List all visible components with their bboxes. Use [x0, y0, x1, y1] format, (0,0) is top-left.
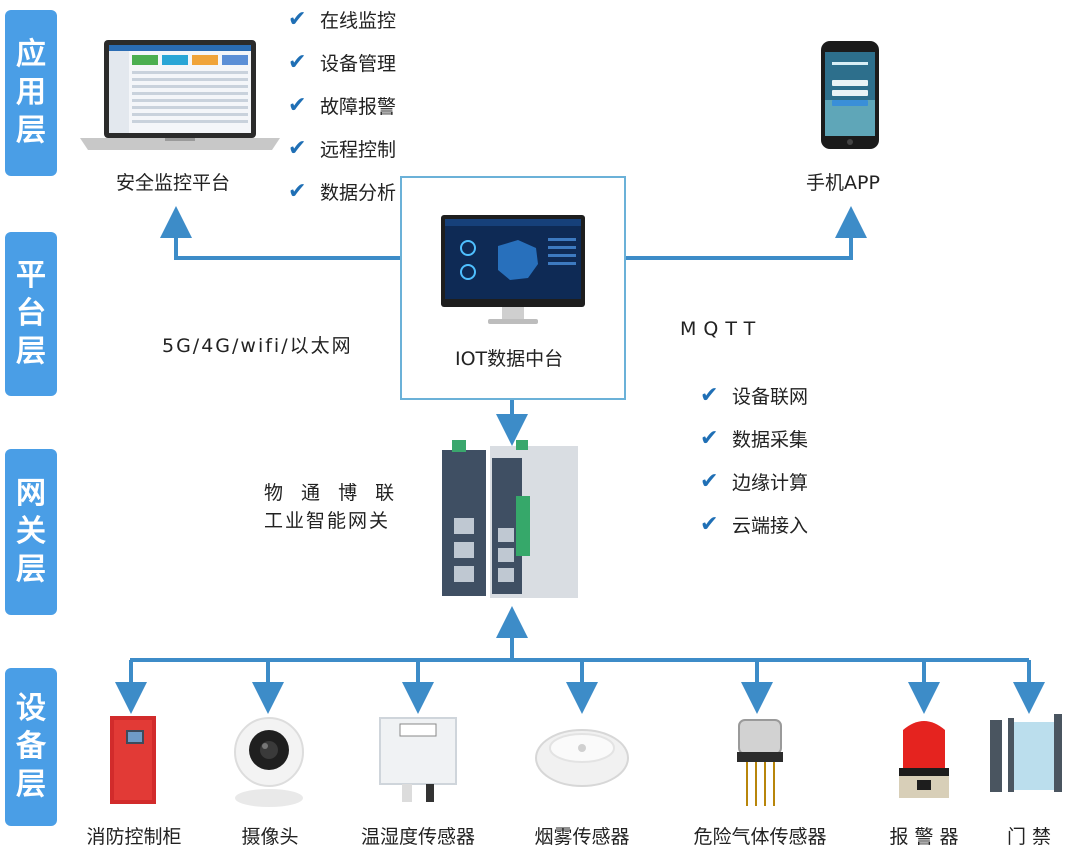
- layer-label-gateway: 网 关 层: [5, 449, 57, 615]
- list-item: ✔ 数据分析: [288, 170, 396, 213]
- feature-text: 故障报警: [320, 96, 397, 118]
- platform-label: 安全监控平台: [116, 172, 231, 194]
- layer-char: 层: [16, 334, 46, 369]
- layer-char: 层: [16, 113, 46, 148]
- arrow-to-pc: [160, 206, 400, 260]
- feature-text: 远程控制: [320, 139, 397, 161]
- layer-label-device: 设 备 层: [5, 668, 57, 826]
- feature-text: 在线监控: [320, 10, 397, 32]
- phone-image: [820, 40, 880, 150]
- list-item: ✔ 设备联网: [700, 374, 808, 417]
- protocol-label: MQTT: [680, 318, 763, 340]
- device-label-access-gate: 门 禁: [1006, 826, 1052, 848]
- feature-text: 边缘计算: [732, 472, 809, 494]
- list-item: ✔ 数据采集: [700, 417, 808, 460]
- mobile-app-label: 手机APP: [806, 172, 880, 194]
- layer-label-platform: 平 台 层: [5, 232, 57, 396]
- feature-text: 数据分析: [320, 182, 397, 204]
- device-label-camera: 摄像头: [241, 826, 299, 848]
- layer-char: 网: [16, 476, 46, 511]
- check-icon: ✔: [700, 383, 719, 408]
- list-item: ✔ 远程控制: [288, 127, 396, 170]
- feature-text: 设备管理: [320, 53, 397, 75]
- list-item: ✔ 云端接入: [700, 503, 808, 546]
- list-item: ✔ 故障报警: [288, 84, 396, 127]
- check-icon: ✔: [288, 7, 307, 32]
- layer-char: 备: [16, 729, 46, 764]
- app-feature-list: ✔ 在线监控 ✔ 设备管理 ✔ 故障报警 ✔ 远程控制 ✔ 数据分析: [288, 0, 396, 213]
- layer-char: 设: [16, 691, 46, 726]
- laptop-image: [80, 38, 280, 153]
- layer-char: 平: [16, 258, 46, 293]
- layer-char: 关: [16, 514, 46, 549]
- monitor-image: [440, 214, 586, 329]
- check-icon: ✔: [288, 179, 307, 204]
- iot-center-label: IOT数据中台: [455, 348, 564, 370]
- gas-sensor-image: [735, 716, 785, 808]
- access-gate-image: [988, 712, 1062, 792]
- list-item: ✔ 在线监控: [288, 0, 396, 41]
- feature-text: 数据采集: [732, 429, 809, 451]
- check-icon: ✔: [700, 426, 719, 451]
- check-icon: ✔: [288, 50, 307, 75]
- layer-char: 应: [16, 37, 46, 72]
- check-icon: ✔: [700, 469, 719, 494]
- layer-char: 层: [16, 552, 46, 587]
- device-label-temp-humidity: 温湿度传感器: [360, 826, 476, 848]
- device-label-smoke: 烟雾传感器: [534, 826, 630, 848]
- list-item: ✔ 边缘计算: [700, 460, 808, 503]
- device-label-alarm: 报 警 器: [889, 826, 959, 848]
- camera-image: [232, 716, 306, 808]
- network-label: 5G/4G/wifi/以太网: [162, 335, 353, 357]
- feature-text: 设备联网: [732, 386, 809, 408]
- layer-label-application: 应 用 层: [5, 10, 57, 176]
- feature-text: 云端接入: [732, 515, 809, 537]
- temp-humidity-sensor-image: [378, 714, 458, 806]
- device-label-fire-cabinet: 消防控制柜: [86, 826, 182, 848]
- check-icon: ✔: [700, 512, 719, 537]
- gateway-image: [440, 438, 580, 600]
- list-item: ✔ 设备管理: [288, 41, 396, 84]
- smoke-sensor-image: [534, 718, 630, 790]
- layer-char: 用: [16, 75, 46, 110]
- layer-char: 台: [16, 296, 46, 331]
- gateway-feature-list: ✔ 设备联网 ✔ 数据采集 ✔ 边缘计算 ✔ 云端接入: [700, 374, 808, 546]
- gateway-name-line2: 工业智能网关: [264, 510, 391, 532]
- check-icon: ✔: [288, 136, 307, 161]
- fire-cabinet-image: [108, 714, 158, 806]
- layer-char: 层: [16, 767, 46, 802]
- device-label-gas: 危险气体传感器: [693, 826, 827, 848]
- arrow-to-phone: [626, 206, 867, 260]
- check-icon: ✔: [288, 93, 307, 118]
- alarm-light-image: [895, 712, 953, 800]
- gateway-name-line1: 物 通 博 联: [264, 482, 401, 504]
